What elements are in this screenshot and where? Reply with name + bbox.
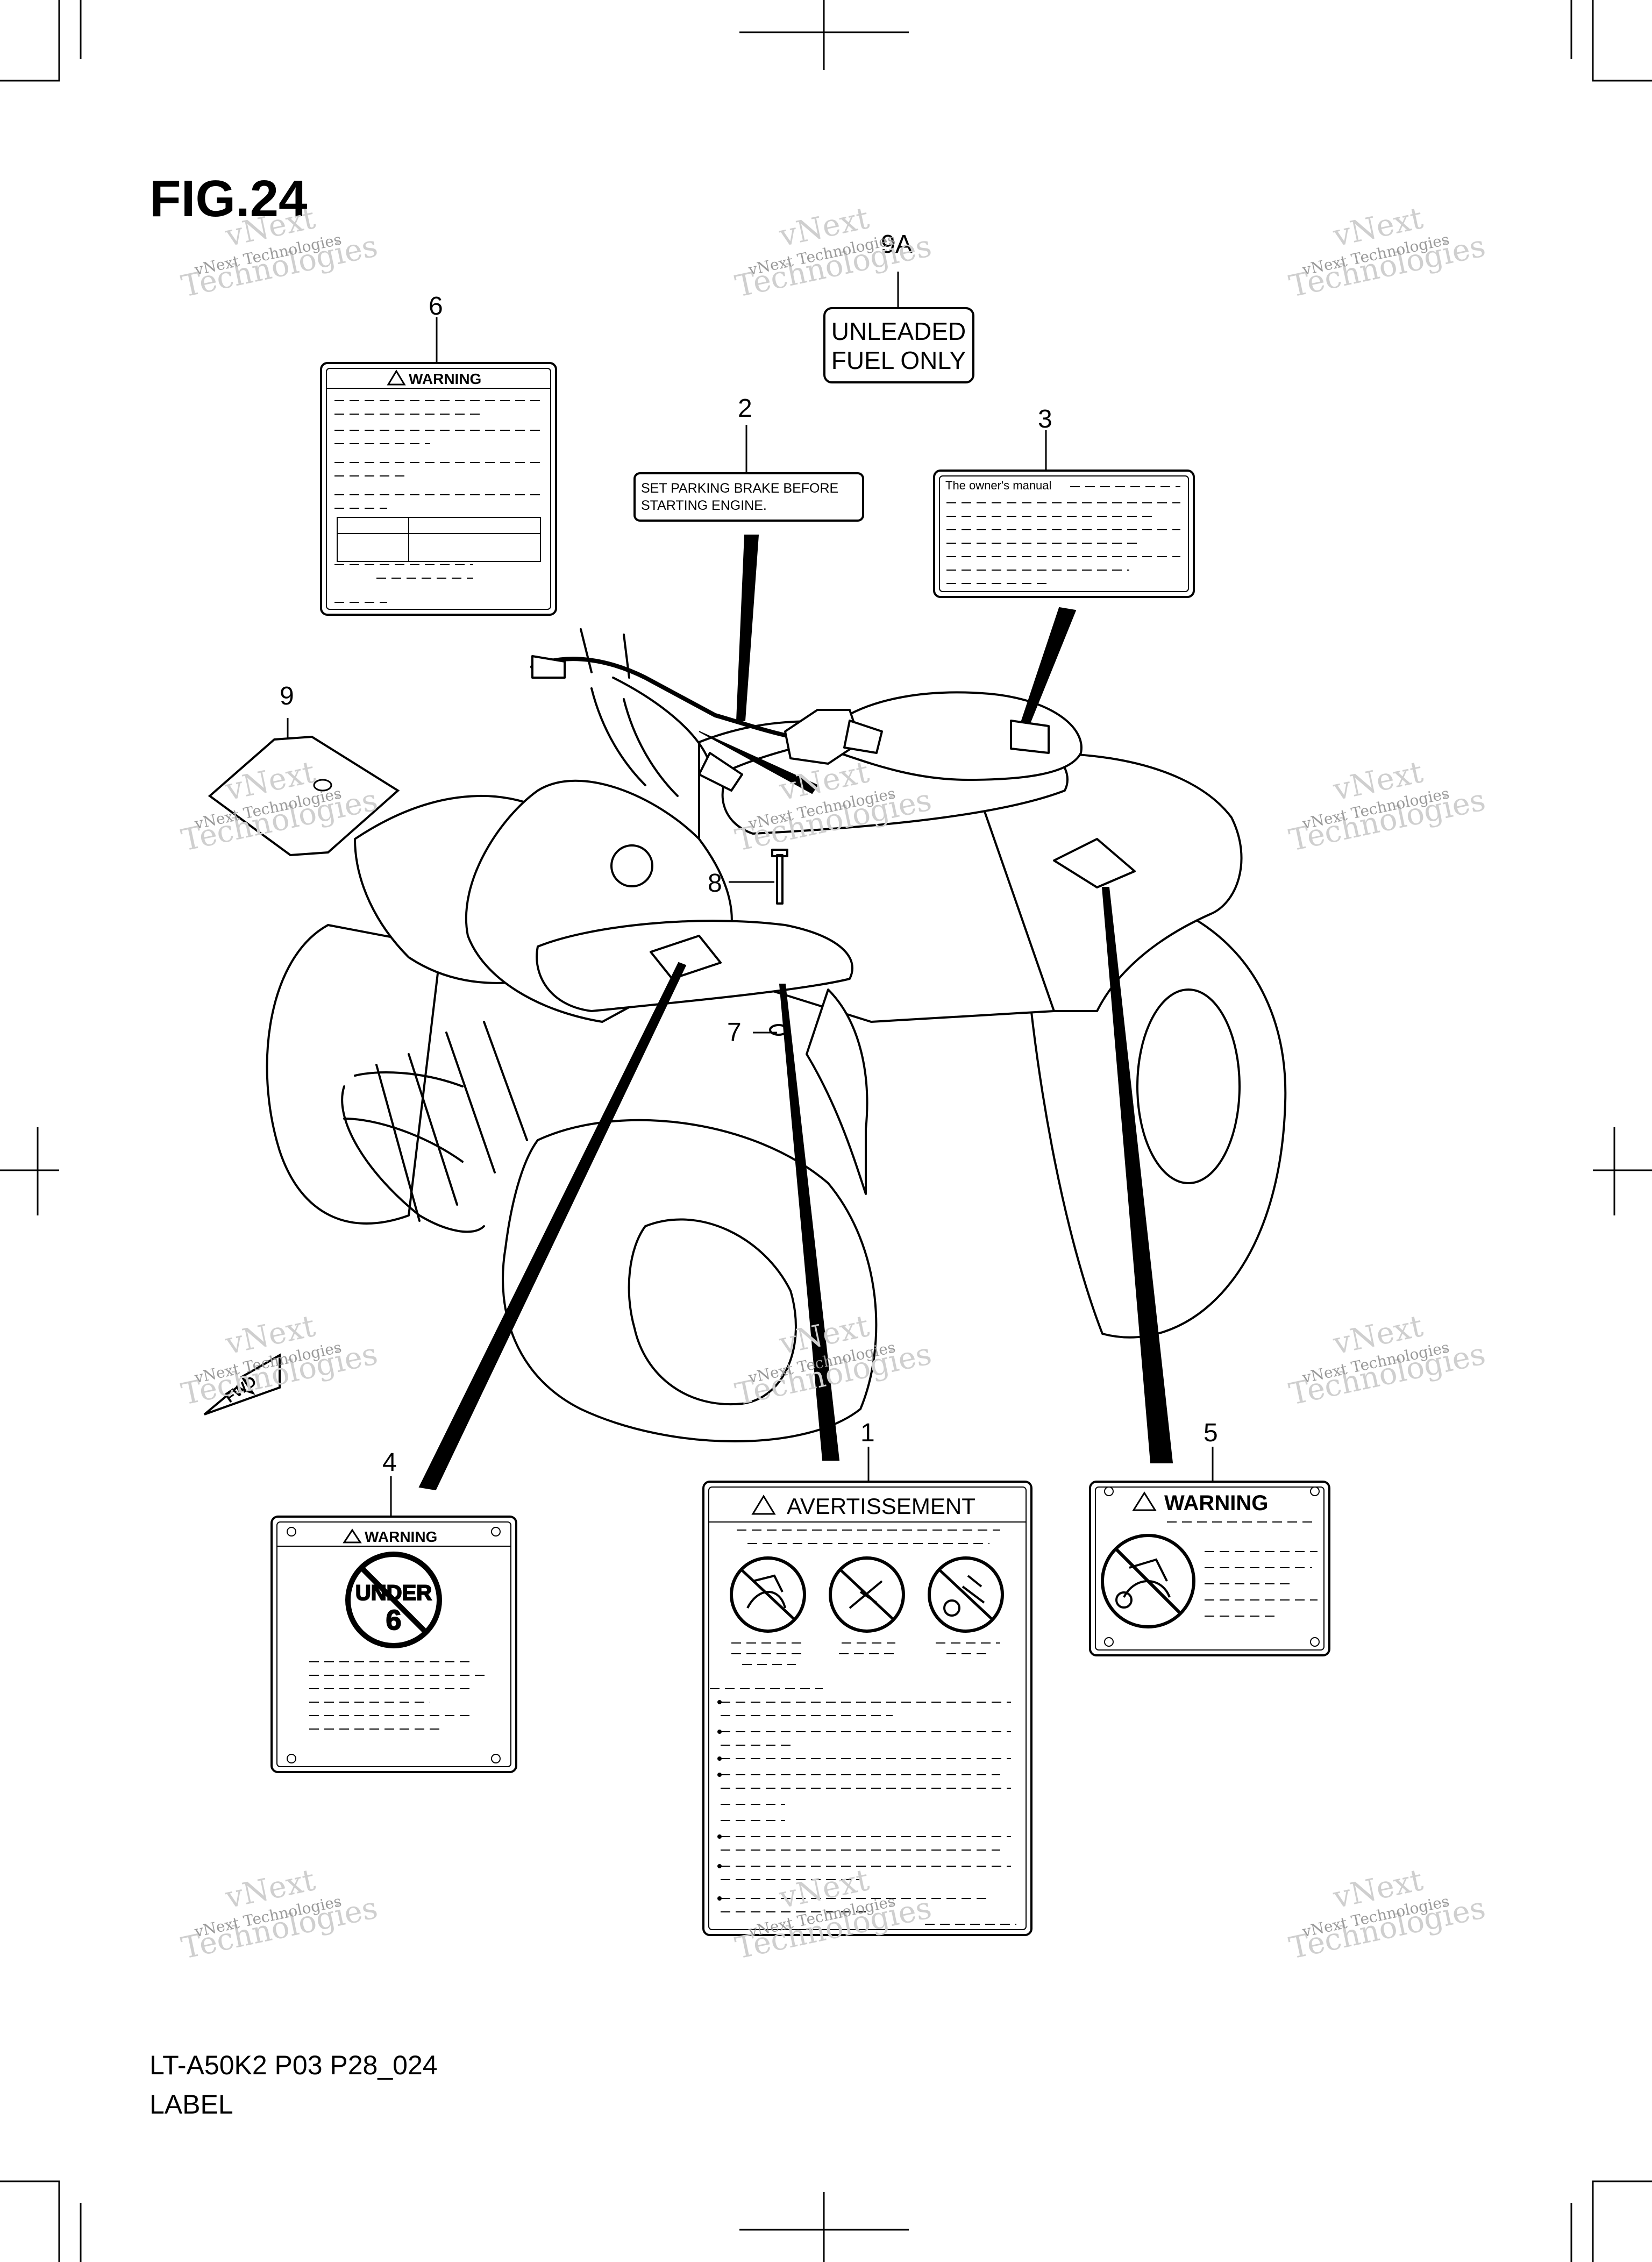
fuel-line2: FUEL ONLY [831, 346, 966, 374]
no-drug-alcohol-icon [928, 1556, 1004, 1633]
leader-lines [418, 535, 1173, 1491]
callout-3: 3 [1038, 405, 1052, 433]
label-avertissement-1: AVERTISSEMENT [702, 1481, 1032, 1936]
no-under-6-icon: UNDER 6 [345, 1552, 442, 1648]
bolt-8 [771, 849, 788, 905]
watermark: vNext Technologies vNext Technologies [179, 1308, 381, 1412]
rear-wheel-left [266, 924, 442, 1225]
no-passenger-icon [1101, 1534, 1195, 1628]
callout-numbers: 9A 2 3 6 9 8 7 4 1 5 [280, 230, 1218, 1477]
parking-line2: STARTING ENGINE. [641, 498, 767, 513]
label-warning-4: WARNING UNDER 6 [270, 1516, 517, 1773]
front-bumper [341, 1021, 528, 1233]
fuel-line1: UNLEADED [831, 317, 966, 345]
no-road-riding-icon [829, 1556, 905, 1633]
label-warning-6: WARNING [320, 362, 557, 616]
watermark: vNext Technologies vNext Technologies [1286, 1308, 1489, 1412]
label-owners-manual: The owner's manual [933, 470, 1195, 598]
callout-4: 4 [382, 1448, 397, 1477]
watermark: vNext Technologies vNext Technologies [1286, 755, 1489, 858]
warning-triangle-icon [1132, 1491, 1157, 1511]
warning4-circle-num: 6 [386, 1605, 402, 1636]
callout-7: 7 [727, 1018, 742, 1047]
watermark: vNext Technologies vNext Technologies [1286, 201, 1489, 304]
parking-line1: SET PARKING BRAKE BEFORE [641, 481, 838, 496]
avertissement-header: AVERTISSEMENT [787, 1493, 975, 1519]
warning-triangle-icon [751, 1495, 776, 1515]
manual-text: The owner's manual [945, 479, 1051, 492]
footer-code: LT-A50K2 P03 P28_024 [149, 2050, 438, 2080]
watermark: vNext Technologies vNext Technologies [179, 201, 381, 304]
figure-title: FIG.24 [149, 170, 307, 227]
warning4-header: WARNING [365, 1528, 437, 1545]
callout-1: 1 [860, 1419, 875, 1447]
warning5-header: WARNING [1164, 1491, 1268, 1515]
watermark: vNext Technologies vNext Technologies [179, 1862, 381, 1966]
callout-leaders [287, 272, 1214, 1517]
atv-drawing [266, 628, 1287, 1442]
callout-2: 2 [738, 394, 752, 423]
warning-triangle-icon [343, 1528, 362, 1543]
label-unleaded-fuel: UNLEADED FUEL ONLY [823, 307, 974, 383]
callout-9: 9 [280, 682, 294, 710]
callout-9a: 9A [881, 230, 913, 259]
warning6-header: WARNING [409, 371, 481, 387]
warning-triangle-icon [387, 369, 406, 386]
label-warning-5: WARNING [1089, 1481, 1330, 1656]
watermark: vNext Technologies vNext Technologies [732, 201, 935, 304]
fuel-tank [838, 691, 1083, 781]
watermark: vNext Technologies vNext Technologies [1286, 1862, 1489, 1966]
footer-name: LABEL [149, 2089, 233, 2119]
callout-8: 8 [708, 869, 722, 898]
label-parking-brake: SET PARKING BRAKE BEFORE STARTING ENGINE… [633, 472, 864, 522]
callout-6: 6 [429, 292, 443, 321]
pictogram-row [730, 1556, 1004, 1633]
callout-5: 5 [1204, 1419, 1218, 1447]
label-9-sticker [208, 735, 400, 857]
no-passenger-icon [730, 1556, 806, 1633]
